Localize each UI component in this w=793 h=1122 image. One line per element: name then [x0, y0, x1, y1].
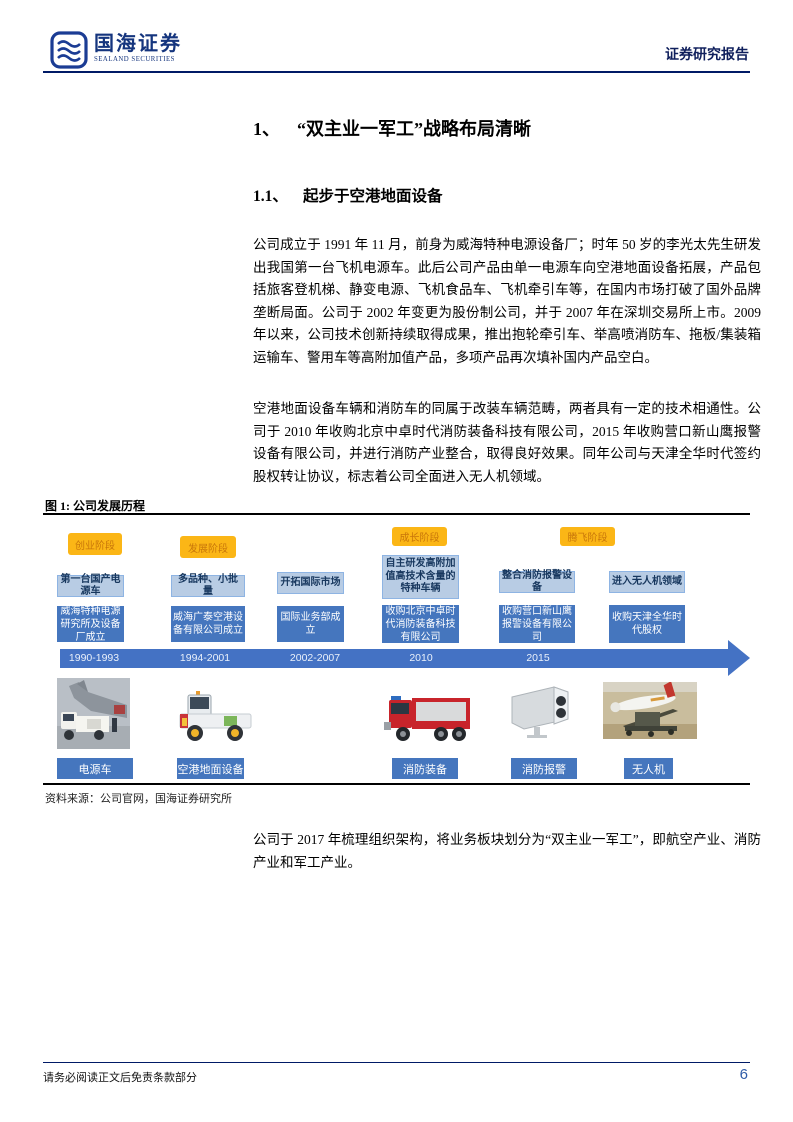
timeline-period: 2002-2007 [289, 652, 341, 664]
milestone-detail: 收购北京中卓时代消防装备科技有限公司 [382, 605, 459, 643]
stage-badge: 发展阶段 [180, 536, 236, 558]
milestone-title: 自主研发高附加值高技术含量的特种车辆 [382, 555, 459, 599]
development-timeline-diagram: 创业阶段 发展阶段 成长阶段 腾飞阶段 第一台国产电源车 多品种、小批量 开拓国… [43, 513, 750, 785]
product-label: 消防装备 [392, 758, 458, 779]
subsection-heading: 1.1、 起步于空港地面设备 [253, 184, 761, 206]
header-rule [43, 71, 750, 73]
report-type-label: 证券研究报告 [665, 48, 749, 63]
product-label: 消防报警 [511, 758, 577, 779]
figure-source: 资料来源：公司官网，国海证券研究所 [45, 793, 232, 805]
logo-subtitle: SEALAND SECURITIES [94, 56, 175, 63]
milestone-title: 整合消防报警设备 [499, 570, 575, 593]
timeline-period: 2010 [409, 652, 433, 664]
footer-rule [43, 1062, 750, 1063]
milestone-detail: 收购天津全华时代股权 [609, 605, 685, 643]
timeline-bar [60, 649, 728, 668]
section-title: “双主业一军工”战略布局清晰 [297, 119, 531, 139]
fire-truck-photo [382, 691, 477, 749]
milestone-title: 进入无人机领域 [609, 571, 685, 593]
milestone-detail: 国际业务部成立 [277, 606, 344, 642]
logo-text-block: 国海证券 SEALAND SECURITIES [94, 34, 182, 63]
milestone-title: 第一台国产电源车 [57, 574, 124, 597]
stage-badge: 成长阶段 [392, 527, 447, 546]
product-label: 电源车 [57, 758, 133, 779]
power-truck-photo [57, 678, 130, 749]
section-heading: 1、 “双主业一军工”战略布局清晰 [253, 115, 761, 141]
product-label: 无人机 [624, 758, 673, 779]
timeline-period: 1990-1993 [68, 652, 120, 664]
timeline-period: 2015 [526, 652, 550, 664]
uav-photo [603, 682, 697, 739]
sealand-logo-icon [50, 31, 88, 69]
footer-disclaimer: 请务必阅读正文后免责条款部分 [43, 1072, 197, 1084]
logo-title: 国海证券 [94, 33, 182, 55]
paragraph-3: 公司于 2017 年梳理组织架构，将业务板块划分为“双主业一军工”，即航空产业、… [253, 832, 761, 870]
subsection-number: 1.1、 [253, 188, 288, 205]
page-number: 6 [739, 1066, 748, 1083]
timeline-period: 1994-2001 [179, 652, 231, 664]
figure-caption: 图 1: 公司发展历程 [45, 499, 145, 513]
airport-ground-equipment-photo [168, 687, 263, 749]
milestone-detail: 威海特种电源研究所及设备厂成立 [57, 606, 124, 643]
subsection-title: 起步于空港地面设备 [303, 188, 443, 205]
stage-badge: 腾飞阶段 [560, 527, 615, 546]
milestone-detail: 收购营口新山鹰报警设备有限公司 [499, 605, 575, 643]
milestone-title: 多品种、小批量 [171, 574, 245, 597]
section-number: 1、 [253, 119, 280, 139]
product-label: 空港地面设备 [177, 758, 244, 779]
timeline-arrowhead-icon [728, 640, 750, 676]
fire-alarm-photo [498, 679, 582, 743]
milestone-detail: 威海广泰空港设备有限公司成立 [171, 606, 245, 642]
paragraph-1: 公司成立于 1991 年 11 月，前身为威海特种电源设备厂；时年 50 岁的李… [253, 237, 761, 365]
paragraph-2: 空港地面设备车辆和消防车的同属于改装车辆范畴，两者具有一定的技术相通性。公司于 … [253, 401, 761, 484]
milestone-title: 开拓国际市场 [277, 572, 344, 594]
stage-badge: 创业阶段 [68, 533, 122, 555]
